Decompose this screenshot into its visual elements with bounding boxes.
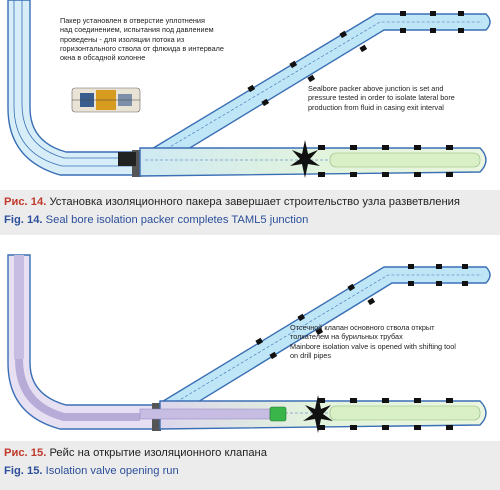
fig14-note-ru-line: над соединением, испытания под давлением [60,25,214,35]
fig15-caption-en: Fig. 15. Isolation valve opening run [4,465,179,477]
mainbore-isolation-valve [269,406,287,422]
lateral-packers [247,11,464,107]
inner-tubing [13,0,140,167]
lower-completion [329,152,481,168]
fig14-caption-ru-number: Рис. 14. [4,196,47,208]
fig14-note-ru-line: окна в обсадной колонне [60,53,146,63]
fig15-note: Отсечной клапан основного ствола открыт … [290,323,490,360]
fig14-caption-ru-text: Установка изоляционного пакера завершает… [49,196,460,208]
shifting-tool [139,408,271,420]
fig14-junction-diagram [7,0,491,178]
fig15-note-en-line: Mainbore isolation valve is opened with … [290,341,456,351]
fig15-caption-box: Рис. 15. Рейс на открытие изоляционного … [0,441,500,490]
casing-exit-window [132,150,141,177]
main-bore-packers [318,398,453,430]
drill-pipe [14,255,24,359]
fig15-note-en-line: on drill pipes [290,350,331,360]
main-bore-packers [318,145,453,177]
fig14-caption-box: Рис. 14. Установка изоляционного пакера … [0,190,500,235]
sealbore-packer [118,152,136,166]
fig15-caption-ru-number: Рис. 15. [4,447,47,459]
fig14-caption-en-text: Seal bore isolation packer completes TAM… [45,214,309,226]
fig14-note-ru-line: проведены - для изоляции потока из [60,34,185,44]
fig15-caption-en-text: Isolation valve opening run [45,465,179,477]
fig14-note-en-line: Sealbore packer above junction is set an… [308,84,444,93]
fig15-note-ru-line: толкателем на бурильных трубах [290,332,403,342]
fig15-junction-diagram [7,254,491,433]
fig14-note-en: Sealbore packer above junction is set an… [308,84,493,112]
perforation-burst [303,395,333,433]
fig14-caption-ru: Рис. 14. Установка изоляционного пакера … [4,196,460,208]
fig14-caption-en-number: Fig. 14. [4,214,43,226]
fig15-caption-ru: Рис. 15. Рейс на открытие изоляционного … [4,447,267,459]
lateral-packers [255,264,468,360]
lower-completion [329,405,481,421]
figure-15: Отсечной клапан основного ствола открыт … [0,245,500,490]
fig15-caption-en-number: Fig. 15. [4,465,43,477]
sealbore-packer-illustration [71,87,141,113]
fig14-note-ru-line: горизонтального ствола от флюида в интер… [60,43,224,53]
figure-14: Пакер установлен в отверстие уплотнения … [0,0,500,235]
perforation-burst [290,140,320,178]
fig14-note-ru: Пакер установлен в отверстие уплотнения … [60,16,260,62]
fig14-caption-en: Fig. 14. Seal bore isolation packer comp… [4,214,308,226]
fig14-note-en-line: pressure tested in order to isolate late… [308,93,455,103]
fig15-note-ru-line: Отсечной клапан основного ствола открыт [290,323,435,332]
fig15-caption-ru-text: Рейс на открытие изоляционного клапана [49,447,267,459]
fig14-note-en-line: production from fluid in casing exit int… [308,102,444,112]
fig14-note-ru-line: Пакер установлен в отверстие уплотнения [60,16,205,25]
